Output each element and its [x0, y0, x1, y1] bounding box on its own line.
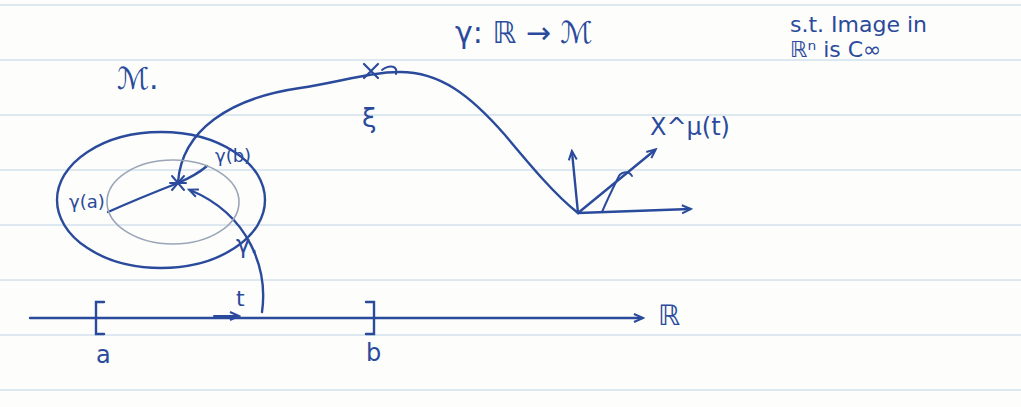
vector-label: X^μ(t) [650, 114, 730, 142]
interval-bracket [366, 302, 374, 334]
axis-label: ℝ [658, 300, 680, 332]
ink [30, 64, 690, 334]
map-label: γ. [236, 232, 258, 260]
curved-arrow [602, 172, 632, 212]
map-signature: γ: ℝ → ℳ [455, 16, 592, 51]
tangent-vector [578, 150, 655, 213]
manifold-region: ℳ.γ(a)γ(b) [55, 130, 267, 270]
endpoint-label: a [96, 342, 111, 370]
endpoint-label: γ(a) [69, 192, 105, 213]
tick-mark [382, 67, 396, 74]
ruled-lines [0, 5, 1021, 390]
interval-bracket [96, 302, 104, 334]
axis-tick-arrow [214, 315, 238, 317]
real-axis [30, 317, 642, 319]
endpoint-label: γ(b) [215, 146, 251, 167]
parameter-label: t [236, 286, 245, 311]
axis-arrow [572, 152, 578, 213]
point-label: ξ [362, 104, 377, 134]
point-mark [364, 64, 378, 78]
map-arrow [190, 190, 263, 312]
curve-segment [108, 166, 207, 212]
note: s.t. Image in ℝⁿ is C∞ [790, 12, 960, 63]
endpoint-label: b [366, 340, 381, 368]
manifold-name: ℳ. [117, 62, 159, 97]
axis-arrow [578, 209, 690, 213]
